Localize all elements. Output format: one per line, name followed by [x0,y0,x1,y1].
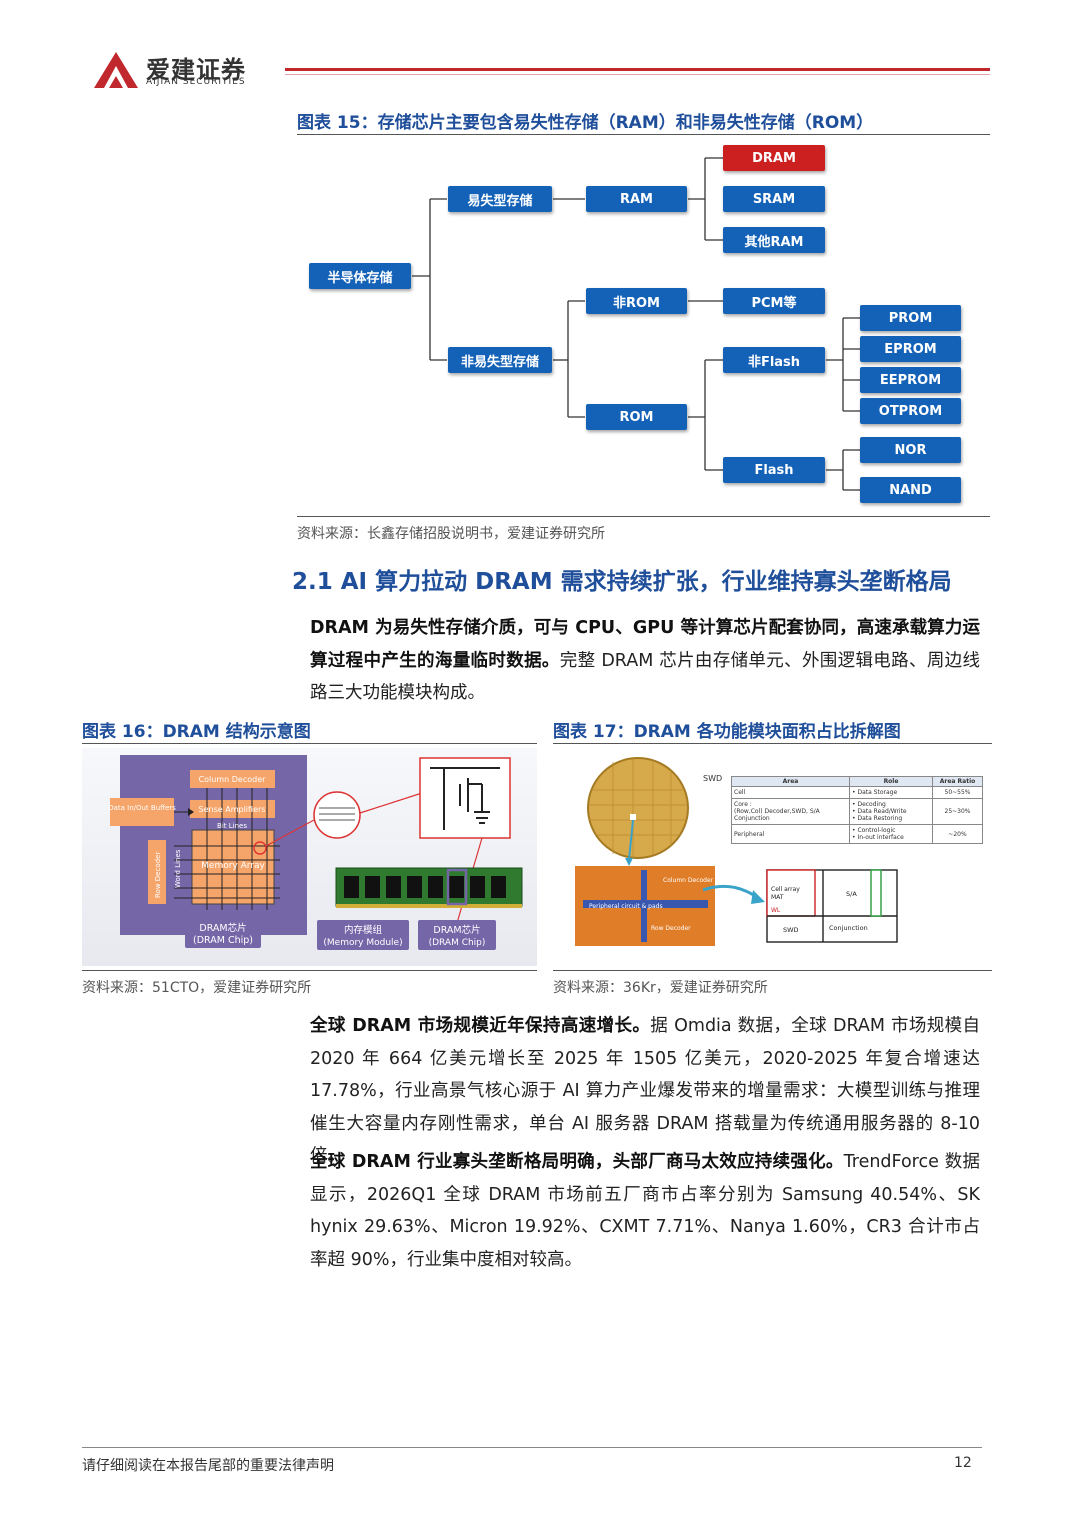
table-cell: ~20% [932,824,983,844]
node-sram: SRAM [723,186,825,212]
label-memory-array: Memory Array [201,861,265,871]
brand-name-cn: 爱建证券 [146,56,246,84]
storage-tree-connectors [412,157,860,491]
node-dram: DRAM [723,145,825,171]
table-row: Peripheral • Control-logic • In-out inte… [731,824,983,844]
table-cell: • Data Storage [849,786,933,799]
label-data-buffers: Data In/Out Buffers [108,804,176,812]
label-dram-chip2-cn: DRAM芯片 [433,924,480,936]
figure-16-bottom-rule [82,970,537,971]
label-word-lines: Word Lines [174,849,182,888]
label-bit-lines: Bit Lines [217,822,247,830]
label-dram-chip-cn: DRAM芯片 [199,922,246,934]
table-cell: • Decoding • Data Read/Write • Data Rest… [849,798,933,825]
table-header-area: Area [731,776,850,787]
table-header-area-ratio: Area Ratio [932,776,983,787]
table-row: Core : (Row,Col) Decoder,SWD, S/A Conjun… [731,798,983,825]
node-other-ram: 其他RAM [723,227,825,253]
label-sense-amplifiers: Sense Amplifiers [199,805,266,814]
area-ratio-table: Area Role Area Ratio Cell • Data Storage… [731,776,983,844]
node-otprom: OTPROM [860,398,961,424]
dram-area-breakdown-diagram: Column Decoder Peripheral circuit & pads… [553,750,992,966]
paragraph-market-share: 全球 DRAM 行业寡头垄断格局明确，头部厂商马太效应持续强化。TrendFor… [310,1146,980,1276]
figure-16-caption: 图表 16：DRAM 结构示意图 [82,722,311,742]
label-f17-row-decoder: Row Decoder [651,925,691,932]
node-nonvolatile-storage: 非易失型存储 [448,347,552,373]
label-f17-conjunction: Conjunction [829,924,868,932]
paragraph-market-share-body: TrendForce 数据显示，2026Q1 全球 DRAM 市场前五厂商市占率… [310,1152,980,1270]
footer-disclaimer: 请仔细阅读在本报告尾部的重要法律声明 [82,1458,334,1474]
label-f17-swd: SWD [783,926,799,934]
label-column-decoder: Column Decoder [199,775,267,784]
paragraph-market-size-lead: 全球 DRAM 市场规模近年保持高速增长。 [310,1016,651,1036]
header-rule-thin [285,74,990,75]
dram-structure-diagram: Column Decoder Sense Amplifiers Data In/… [82,748,537,966]
table-cell: 50~55% [932,786,983,799]
table-header-role: Role [849,776,933,787]
header-rule [285,68,990,71]
figure-16-caption-rule [82,743,537,744]
node-nand: NAND [860,477,961,503]
label-f17-peripheral: Peripheral circuit & pads [589,903,663,910]
node-volatile-storage: 易失型存储 [448,186,552,212]
figure-17-caption-rule [553,743,992,744]
paragraph-market-share-lead: 全球 DRAM 行业寡头垄断格局明确，头部厂商马太效应持续强化。 [310,1152,844,1172]
label-memory-module-cn: 内存模组 [344,924,383,936]
figure-15-bottom-rule [297,516,990,517]
brand-name-en: AIJIAN SECURITIES [146,77,246,87]
node-non-rom: 非ROM [586,288,687,314]
aijian-logo-icon [94,52,138,88]
node-non-flash: 非Flash [723,347,825,373]
table-cell: Core : (Row,Col) Decoder,SWD, S/A Conjun… [731,798,850,825]
label-f17-column-decoder: Column Decoder [663,877,714,884]
figure-17-bottom-rule [553,970,992,971]
figure-17-source: 资料来源：36Kr，爱建证券研究所 [553,980,768,996]
table-cell: • Control-logic • In-out interface [849,824,933,844]
label-memory-module-en: (Memory Module) [323,938,402,948]
label-f17-sa: S/A [846,890,857,898]
label-dram-chip2-en: (DRAM Chip) [429,938,486,948]
node-semiconductor-storage: 半导体存储 [309,263,411,289]
figure-15-caption: 图表 15：存储芯片主要包含易失性存储（RAM）和非易失性存储（ROM） [297,113,874,133]
figure-16-source: 资料来源：51CTO，爱建证券研究所 [82,980,312,996]
node-eeprom: EEPROM [860,367,961,393]
paragraph-market-size-body: 据 Omdia 数据，全球 DRAM 市场规模自 2020 年 664 亿美元增… [310,1016,980,1167]
node-pcm: PCM等 [723,288,825,314]
footer-rule [82,1447,982,1448]
node-rom: ROM [586,404,687,430]
node-ram: RAM [586,186,687,212]
area-table-title: SWD [703,774,723,783]
node-flash: Flash [723,457,825,483]
section-heading: 2.1 AI 算力拉动 DRAM 需求持续扩张，行业维持寡头垄断格局 [292,569,952,595]
table-cell: Cell [731,786,850,799]
node-prom: PROM [860,305,961,331]
paragraph-dram-intro: DRAM 为易失性存储介质，可与 CPU、GPU 等计算芯片配套协同，高速承载算… [310,612,980,710]
page-number: 12 [954,1455,972,1471]
label-f17-cell-array: Cell array [771,886,800,893]
paragraph-market-size: 全球 DRAM 市场规模近年保持高速增长。据 Omdia 数据，全球 DRAM … [310,1010,980,1173]
node-eprom: EPROM [860,336,961,362]
label-row-decoder: Row Decoder [154,852,162,898]
paragraph-dram-intro-lead: DRAM 为易失性存储介质，可与 CPU、GPU 等计算芯片配套协同，高速承载算… [310,618,980,671]
figure-15-caption-rule [297,134,990,135]
figure-15-source: 资料来源：长鑫存储招股说明书，爱建证券研究所 [297,526,605,542]
table-cell: 25~30% [932,798,983,825]
table-row: Cell • Data Storage 50~55% [731,786,983,799]
table-cell: Peripheral [731,824,850,844]
label-f17-wl: WL [771,907,781,914]
figure-17-caption: 图表 17：DRAM 各功能模块面积占比拆解图 [553,722,901,742]
paragraph-dram-intro-body: 完整 DRAM 芯片由存储单元、外围逻辑电路、周边线路三大功能模块构成。 [310,650,980,704]
label-f17-mat: MAT [771,894,784,901]
node-nor: NOR [860,437,961,463]
label-dram-chip-en: (DRAM Chip) [193,935,253,946]
